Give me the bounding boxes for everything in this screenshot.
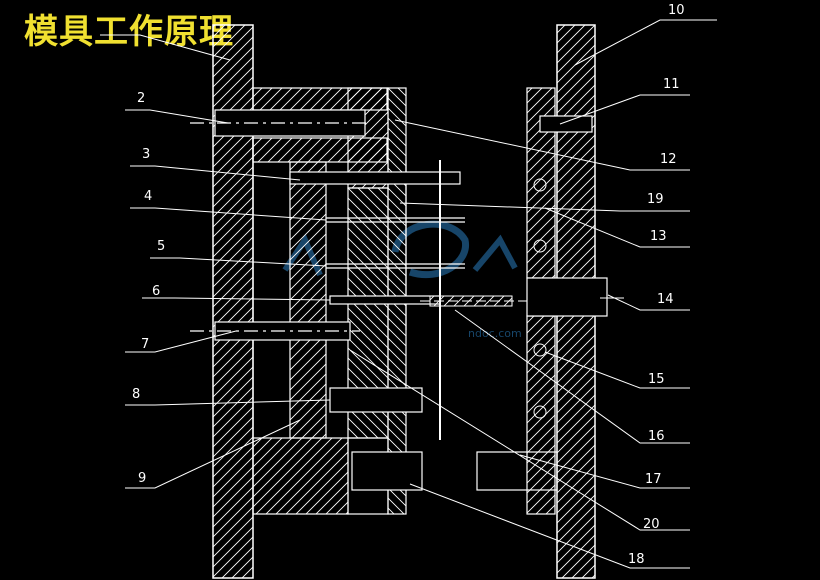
fixed-mold-half [252,87,407,515]
callout-9: 9 [138,471,146,486]
left-clamp-plate [212,24,254,579]
callout-14: 14 [657,292,674,307]
leader-lines [100,19,717,569]
bolts-and-pins [190,109,558,491]
callout-11: 11 [663,77,680,92]
callout-5: 5 [157,239,165,254]
callout-19: 19 [647,192,664,207]
moving-mold-half [526,24,624,579]
callout-4: 4 [144,189,152,204]
diagram-title: 模具工作原理 [24,12,234,52]
callout-13: 13 [650,229,667,244]
callout-18: 18 [628,552,645,567]
watermark-text: ndoc.com [468,327,522,340]
callout-3: 3 [142,147,150,162]
callout-2: 2 [137,91,145,106]
callout-7: 7 [141,337,149,352]
callout-16: 16 [648,429,665,444]
callout-10: 10 [668,3,685,18]
callout-12: 12 [660,152,677,167]
callout-15: 15 [648,372,665,387]
callout-labels: 2 3 4 5 6 7 8 9 10 11 12 13 14 15 16 17 … [132,3,685,567]
callout-8: 8 [132,387,140,402]
callout-6: 6 [152,284,160,299]
callout-17: 17 [645,472,662,487]
callout-20: 20 [643,517,660,532]
